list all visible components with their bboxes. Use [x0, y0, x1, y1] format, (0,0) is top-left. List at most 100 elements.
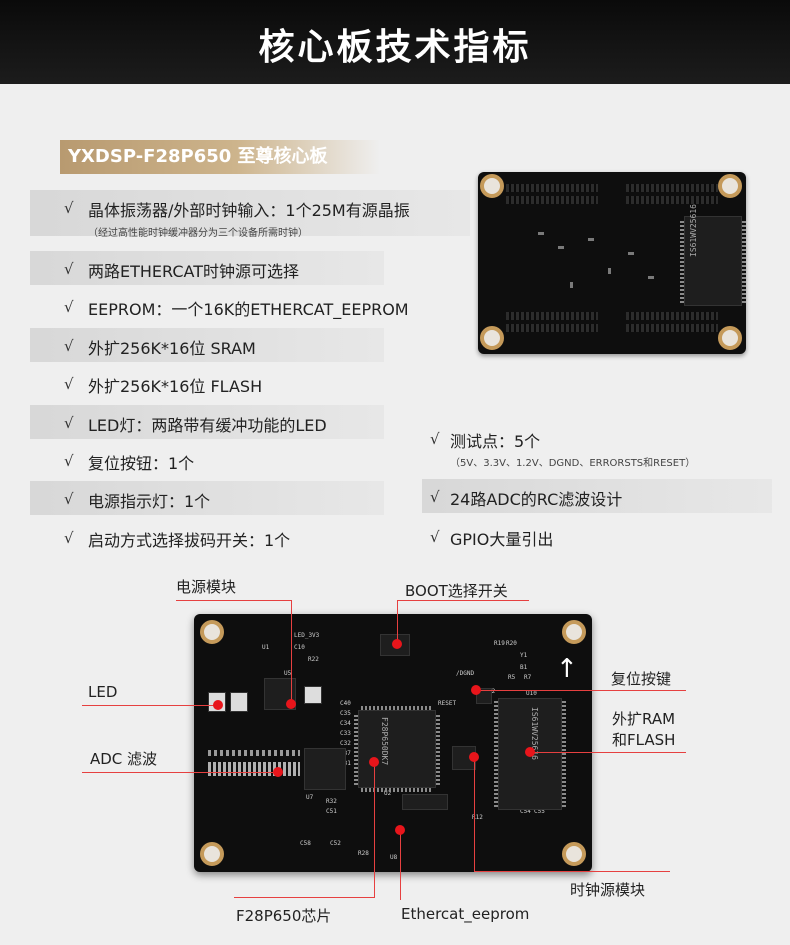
silkscreen-label: R32 [326, 798, 337, 805]
silkscreen-label: R19 [494, 640, 505, 647]
adc-filter-components [208, 750, 300, 756]
pin-header [506, 312, 598, 320]
mounting-hole [562, 842, 586, 866]
spec-row-gpio: √ GPIO大量引出 [422, 519, 772, 553]
check-icon: √ [64, 414, 74, 432]
callout-line [176, 600, 292, 601]
pin-header [506, 196, 598, 204]
spec-row-test-points: √ 测试点：5个 （5V、3.3V、1.2V、DGND、ERRORSTS和RES… [422, 421, 772, 469]
marker-f28-chip [369, 757, 379, 767]
spec-text: 两路ETHERCAT时钟源可选择 [88, 262, 299, 281]
spec-row-sram: √ 外扩256K*16位 SRAM [30, 328, 384, 362]
silkscreen-label: U1 [262, 644, 270, 651]
banner-title: 核心板技术指标 [258, 27, 532, 68]
spec-text: LED灯：两路带有缓冲功能的LED [88, 416, 327, 435]
mounting-hole [718, 174, 742, 198]
spec-text: 24路ADC的RC滤波设计 [450, 490, 623, 509]
mounting-hole [200, 620, 224, 644]
silkscreen-label: U2 [384, 790, 392, 797]
callout-line [474, 757, 475, 872]
spec-text: 测试点：5个 [450, 432, 541, 451]
mounting-hole [480, 326, 504, 350]
spec-text: 复位按钮：1个 [88, 454, 195, 473]
marker-reset-key [471, 685, 481, 695]
spec-row-ethercat-clock: √ 两路ETHERCAT时钟源可选择 [30, 251, 384, 285]
adc-chip [304, 748, 346, 790]
chip-marking: IS61WV25616 [689, 204, 698, 257]
pin-header [506, 324, 598, 332]
chip-marking: F28P650DK7 [380, 717, 389, 766]
check-icon: √ [64, 452, 74, 470]
silkscreen-label: C32 [340, 740, 351, 747]
silkscreen-label: R22 [308, 656, 319, 663]
silkscreen-label: C35 [340, 710, 351, 717]
silkscreen-label: C34 [340, 720, 351, 727]
silkscreen-label: Y1 [520, 652, 528, 659]
check-icon: √ [64, 298, 74, 316]
spec-text: 外扩256K*16位 SRAM [88, 339, 256, 358]
callout-led: LED [88, 683, 118, 701]
callout-line [530, 752, 686, 753]
spec-text: 晶体振荡器/外部时钟输入：1个25M有源晶振 [88, 201, 410, 220]
callout-line [397, 600, 398, 644]
check-icon: √ [64, 337, 74, 355]
mounting-hole [480, 174, 504, 198]
silkscreen-label: /DGND [456, 670, 475, 677]
silkscreen-label: R7 [524, 674, 532, 681]
silkscreen-label: U8 [390, 854, 398, 861]
silkscreen-label: R20 [506, 640, 517, 647]
callout-adc-filter: ADC 滤波 [90, 750, 158, 768]
mounting-hole [718, 326, 742, 350]
marker-ethercat-eeprom [395, 825, 405, 835]
spec-text: 启动方式选择拔码开关：1个 [88, 531, 291, 550]
spec-row-power-indicator: √ 电源指示灯：1个 [30, 481, 384, 515]
silkscreen-label: U5 [284, 670, 292, 677]
silkscreen-label: RESET [438, 700, 457, 707]
callout-reset-key: 复位按键 [611, 670, 672, 688]
silkscreen-label: C52 [330, 840, 341, 847]
silkscreen-label: C55 [534, 808, 545, 815]
pin-header [626, 324, 718, 332]
check-icon: √ [64, 199, 74, 217]
check-icon: √ [64, 375, 74, 393]
spec-row-reset: √ 复位按钮：1个 [30, 443, 384, 477]
callout-line [397, 600, 529, 601]
silkscreen-label: C33 [340, 730, 351, 737]
marker-ext-ram-flash [525, 747, 535, 757]
silkscreen-label: U7 [306, 794, 314, 801]
silkscreen-label: LED_3V3 [294, 632, 320, 639]
silkscreen-label: C40 [340, 700, 351, 707]
marker-boot-switch [392, 639, 402, 649]
marker-power-module [286, 699, 296, 709]
spec-row-led: √ LED灯：两路带有缓冲功能的LED [30, 405, 384, 439]
mounting-hole [200, 842, 224, 866]
callout-ethercat-eeprom: Ethercat_eeprom [401, 905, 530, 923]
model-label: YXDSP-F28P650 至尊核心板 [60, 140, 380, 174]
silkscreen-label: C51 [326, 808, 337, 815]
marker-led [213, 700, 223, 710]
callout-line [476, 690, 686, 691]
spec-row-flash: √ 外扩256K*16位 FLASH [30, 366, 384, 400]
check-icon: √ [64, 529, 74, 547]
marker-clock-module [469, 752, 479, 762]
orientation-arrow-icon: ↑ [556, 654, 578, 684]
led [304, 686, 322, 704]
adc-filter-components [208, 762, 300, 776]
pin-header [506, 184, 598, 192]
check-icon: √ [430, 528, 440, 546]
silkscreen-label: C58 [300, 840, 311, 847]
callout-line [234, 897, 375, 898]
pin-header [626, 312, 718, 320]
led [230, 692, 248, 712]
spec-row-boot-switch: √ 启动方式选择拔码开关：1个 [30, 520, 384, 554]
pin-header [626, 184, 718, 192]
title-banner: 核心板技术指标 [0, 0, 790, 84]
pin-header [626, 196, 718, 204]
spec-text: 电源指示灯：1个 [88, 492, 211, 511]
spec-text: EEPROM：一个16K的ETHERCAT_EEPROM [88, 300, 409, 319]
spec-text: GPIO大量引出 [450, 530, 554, 549]
f28p650-chip: F28P650DK7 [354, 706, 440, 792]
callout-line [82, 705, 218, 706]
core-board-front-photo: U1 LED_3V3 C10 R22 U5 C40 C35 C34 C33 C3… [194, 614, 592, 872]
callout-boot-switch: BOOT选择开关 [405, 582, 508, 600]
